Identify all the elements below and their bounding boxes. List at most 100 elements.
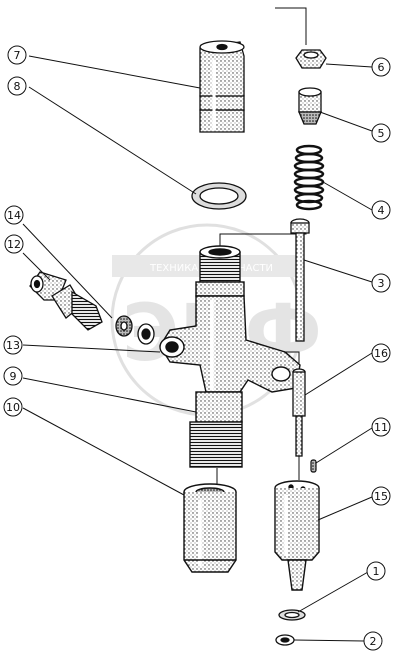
push-rod-shaft	[295, 232, 305, 342]
filter-disc-hole	[120, 321, 128, 331]
leader-13	[22, 344, 161, 353]
leader-2	[293, 639, 365, 642]
callout-16-label: 16	[374, 347, 388, 360]
callout-9: 9	[3, 366, 23, 386]
body-top-hole	[208, 248, 232, 256]
callout-2-label: 2	[370, 635, 377, 648]
washer-inner	[199, 187, 239, 205]
callout-15: 15	[371, 486, 391, 506]
part-filter-washer	[115, 315, 155, 345]
callout-4-circle	[371, 200, 391, 220]
lock-nut-hole	[303, 51, 319, 59]
body-lower-thread	[189, 421, 243, 468]
callout-13-circle	[3, 335, 23, 355]
callout-8: 8	[7, 76, 27, 96]
callout-9-circle	[3, 366, 23, 386]
leader-12	[22, 252, 51, 281]
part-spindle	[292, 368, 306, 457]
body-lower-section	[195, 391, 243, 423]
body-flange-hole	[271, 366, 291, 382]
part-small-ring	[275, 634, 295, 646]
leader-lines	[22, 55, 373, 642]
callout-1-label: 1	[373, 565, 380, 578]
callout-8-label: 8	[14, 80, 21, 93]
callout-14: 14	[4, 205, 24, 225]
small-ring-inner	[280, 637, 290, 643]
watermark-top-text-right: ЗАПЧАСТИ	[218, 263, 273, 274]
callout-10: 10	[3, 397, 23, 417]
callout-10-circle	[3, 397, 23, 417]
callout-13: 13	[3, 335, 23, 355]
leader-11	[315, 427, 373, 464]
leader-3	[303, 259, 373, 283]
callout-4-label: 4	[378, 204, 385, 217]
leader-6	[325, 63, 373, 68]
part-nozzle-nut	[183, 483, 237, 573]
part-washer	[191, 182, 247, 210]
leader-16	[304, 352, 373, 396]
part-injector-body	[159, 245, 301, 468]
callout-3-label: 3	[378, 277, 385, 290]
body-main-casting	[159, 295, 301, 393]
part-inlet-fitting	[29, 271, 103, 331]
callout-5-label: 5	[378, 127, 385, 140]
leader-15	[317, 496, 373, 521]
leader-14	[22, 223, 113, 319]
callout-14-circle	[4, 205, 24, 225]
callout-2-circle	[363, 631, 383, 651]
leader-1	[297, 571, 369, 613]
part-push-rod	[290, 218, 310, 342]
leader-10	[22, 407, 185, 496]
watermark-top-text: ТЕХНИКА	[149, 263, 198, 274]
callout-1-circle	[366, 561, 386, 581]
callout-3: 3	[371, 273, 391, 293]
callout-5-circle	[371, 123, 391, 143]
callout-16-circle	[371, 343, 391, 363]
callout-13-label: 13	[6, 339, 20, 352]
body-collar	[195, 281, 245, 297]
nozzle-body	[274, 488, 320, 561]
callout-6-circle	[371, 57, 391, 77]
callout-11: 11	[371, 417, 391, 437]
callout-7: 7	[7, 45, 27, 65]
part-spring	[293, 144, 325, 211]
cap-nut-lower	[199, 109, 245, 133]
callout-11-label: 11	[374, 421, 388, 434]
adjust-screw-tip	[298, 111, 322, 125]
nozzle-tip	[287, 559, 307, 591]
callout-12-label: 12	[7, 238, 21, 251]
callout-12: 12	[4, 234, 24, 254]
callout-15-circle	[371, 486, 391, 506]
callout-14-label: 14	[7, 209, 21, 222]
nozzle-nut-body	[183, 492, 237, 573]
adjust-screw-top	[298, 87, 322, 97]
part-pin	[310, 459, 317, 473]
callout-7-circle	[7, 45, 27, 65]
part-nozzle	[274, 480, 320, 591]
callout-15-label: 15	[374, 490, 388, 503]
callout-5: 5	[371, 123, 391, 143]
leader-9	[22, 377, 197, 413]
callout-16: 16	[371, 343, 391, 363]
cap-nut-hole	[216, 43, 228, 51]
leader-4	[322, 181, 373, 211]
callout-10-label: 10	[6, 401, 20, 414]
part-lock-nut	[295, 49, 327, 69]
callout-1: 1	[366, 561, 386, 581]
push-rod-collar	[290, 222, 310, 234]
callout-2: 2	[363, 631, 383, 651]
callout-9-label: 9	[10, 370, 17, 383]
callout-6-label: 6	[378, 61, 385, 74]
part-gasket	[278, 609, 306, 621]
leader-5	[319, 111, 373, 132]
leader-8	[28, 86, 197, 195]
leader-7	[28, 55, 201, 89]
gasket-inner	[284, 611, 300, 619]
callout-3-circle	[371, 273, 391, 293]
spring-coil-8	[295, 199, 323, 211]
fitting-end-hole	[33, 279, 41, 289]
callout-11-circle	[371, 417, 391, 437]
axis-line-top	[275, 7, 307, 45]
